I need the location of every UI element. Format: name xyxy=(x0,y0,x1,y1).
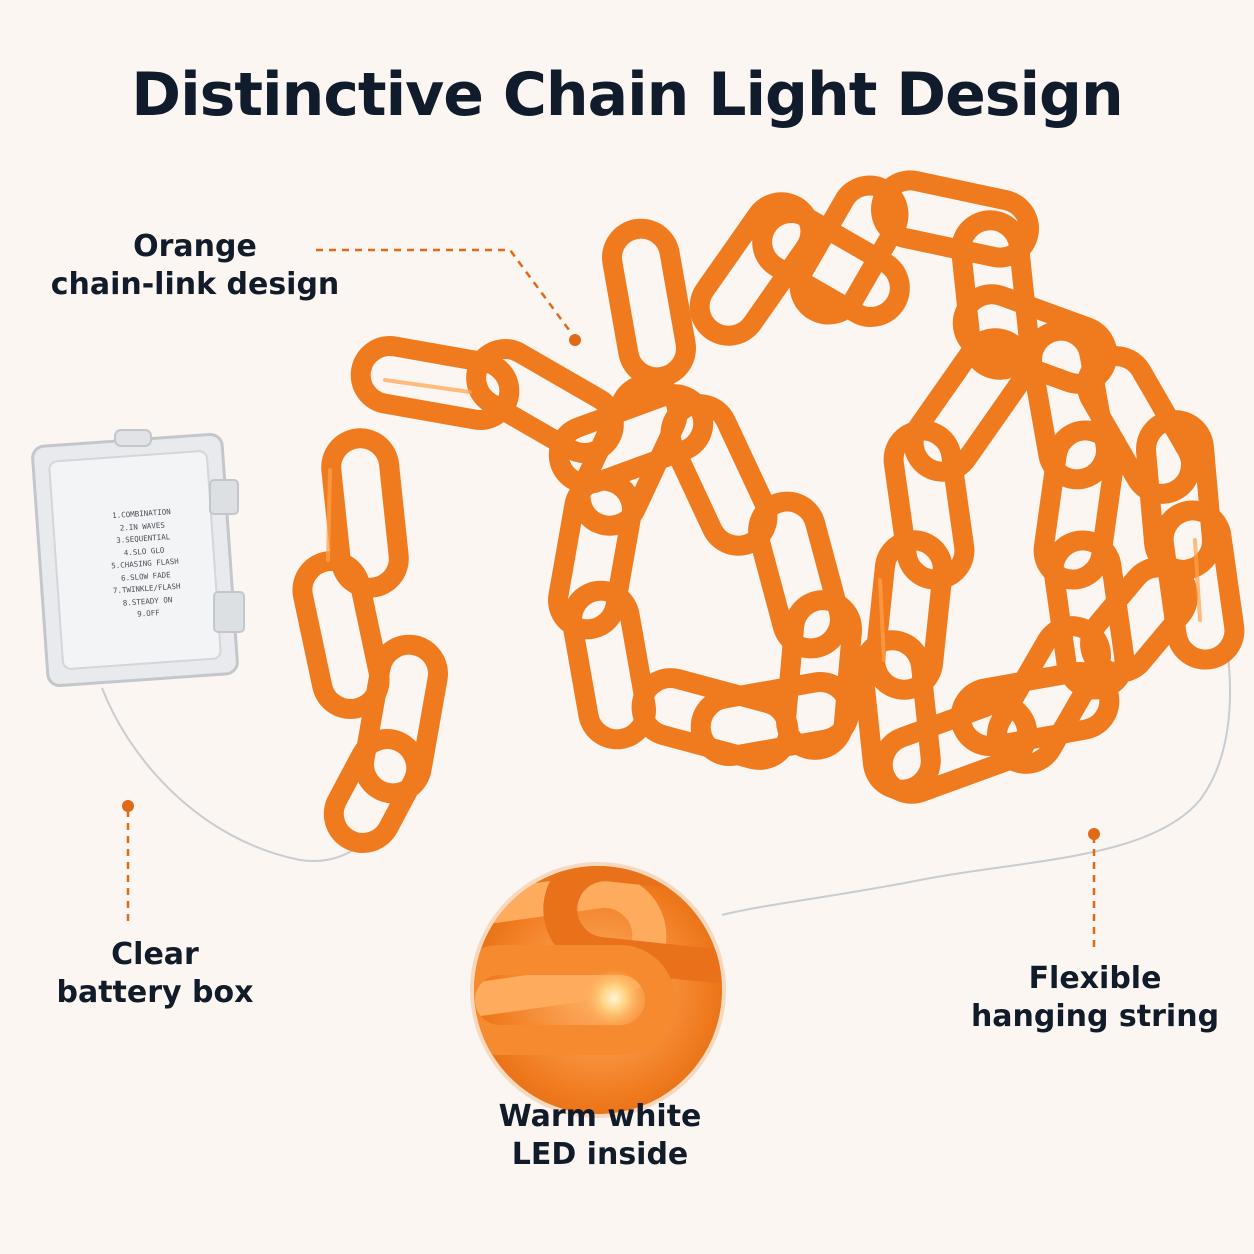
callout-line: chain-link design xyxy=(50,267,340,302)
callout-line: hanging string xyxy=(970,999,1220,1034)
callout-dots xyxy=(122,334,1100,840)
callout-line: Clear xyxy=(111,937,199,972)
callout-line: Orange xyxy=(133,229,257,264)
callout-hanging-string: Flexible hanging string xyxy=(960,960,1230,1036)
page-title: Distinctive Chain Light Design xyxy=(131,60,1123,130)
callout-line: Flexible xyxy=(1028,961,1162,996)
callout-orange-chain: Orange chain-link design xyxy=(50,228,340,304)
callout-line: battery box xyxy=(56,975,254,1010)
battery-box xyxy=(31,429,245,688)
hanging-wire-right xyxy=(721,639,1232,916)
battery-box-mode-list: 1.COMBINATION 2.IN WAVES 3.SEQUENTIAL 4.… xyxy=(86,504,204,624)
callout-line: Warm white xyxy=(498,1099,702,1134)
callout-battery-box: Clear battery box xyxy=(40,936,270,1012)
callout-lines xyxy=(126,248,1096,950)
callout-warm-led: Warm white LED inside xyxy=(470,1098,730,1174)
callout-line: LED inside xyxy=(511,1137,689,1172)
chain-links xyxy=(292,170,1245,853)
hanging-wire xyxy=(101,687,371,863)
led-zoom-circle xyxy=(470,862,726,1118)
